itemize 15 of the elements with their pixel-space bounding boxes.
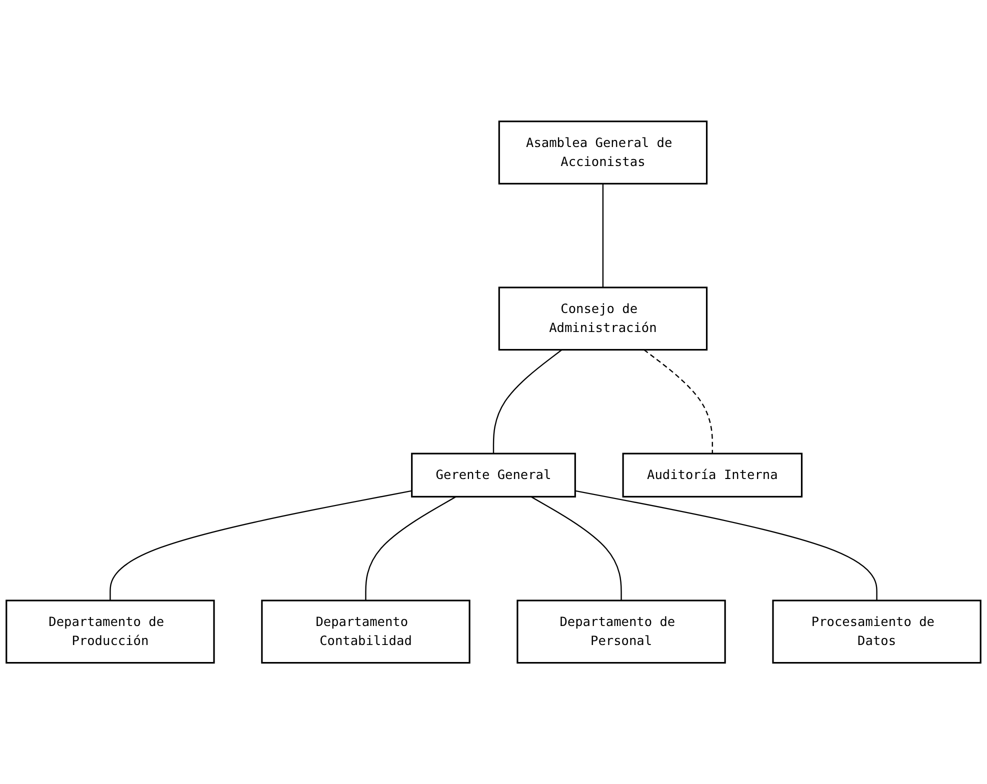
node-box: Procesamiento de Datos	[772, 600, 982, 664]
connector	[492, 349, 562, 454]
connector	[365, 496, 456, 600]
node-box: Departamento de Personal	[516, 600, 726, 664]
node-box: Gerente General	[411, 452, 576, 498]
node-box: Consejo de Administración	[498, 286, 708, 350]
connector	[110, 490, 412, 600]
node-box: Departamento de Producción	[6, 600, 215, 664]
node-box: Asamblea General de Accionistas	[498, 120, 708, 184]
connector	[644, 349, 713, 454]
connector	[530, 496, 622, 600]
node-box: Departamento Contabilidad	[261, 600, 470, 664]
connector	[575, 490, 878, 600]
connector	[602, 184, 604, 288]
node-box: Auditoría Interna	[622, 452, 803, 498]
